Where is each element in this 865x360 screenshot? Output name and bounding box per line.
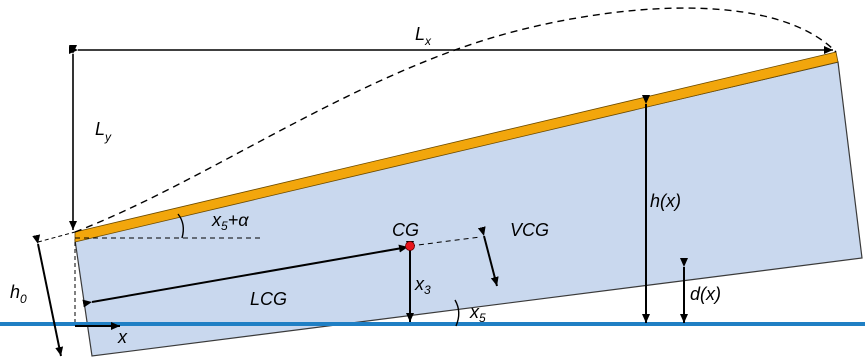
trim-angle-label: x5+α <box>211 210 249 233</box>
h0-label: h0 <box>10 282 27 306</box>
keel-angle-arc <box>454 299 460 327</box>
dashed-cg-extension <box>409 236 481 247</box>
vcg-arrow <box>477 226 499 287</box>
dx-label: d(x) <box>690 284 721 304</box>
axis-x-label: x <box>117 327 128 347</box>
trim-angle-arc <box>177 213 185 239</box>
pressure-curve-dashed <box>74 7 837 233</box>
cg-dot <box>405 241 415 251</box>
lx-label: Lx <box>415 24 432 48</box>
hx-label: h(x) <box>650 191 681 211</box>
vcg-label: VCG <box>510 220 549 240</box>
x3-label: x3 <box>414 274 431 297</box>
lcg-label: LCG <box>250 289 287 309</box>
lcg-arrow <box>82 244 409 308</box>
dashed-guide-transom <box>37 231 76 243</box>
h0-arrow <box>32 234 64 357</box>
ly-label: Ly <box>95 119 112 144</box>
x5-label: x5 <box>469 302 486 325</box>
cg-label: CG <box>392 220 419 240</box>
